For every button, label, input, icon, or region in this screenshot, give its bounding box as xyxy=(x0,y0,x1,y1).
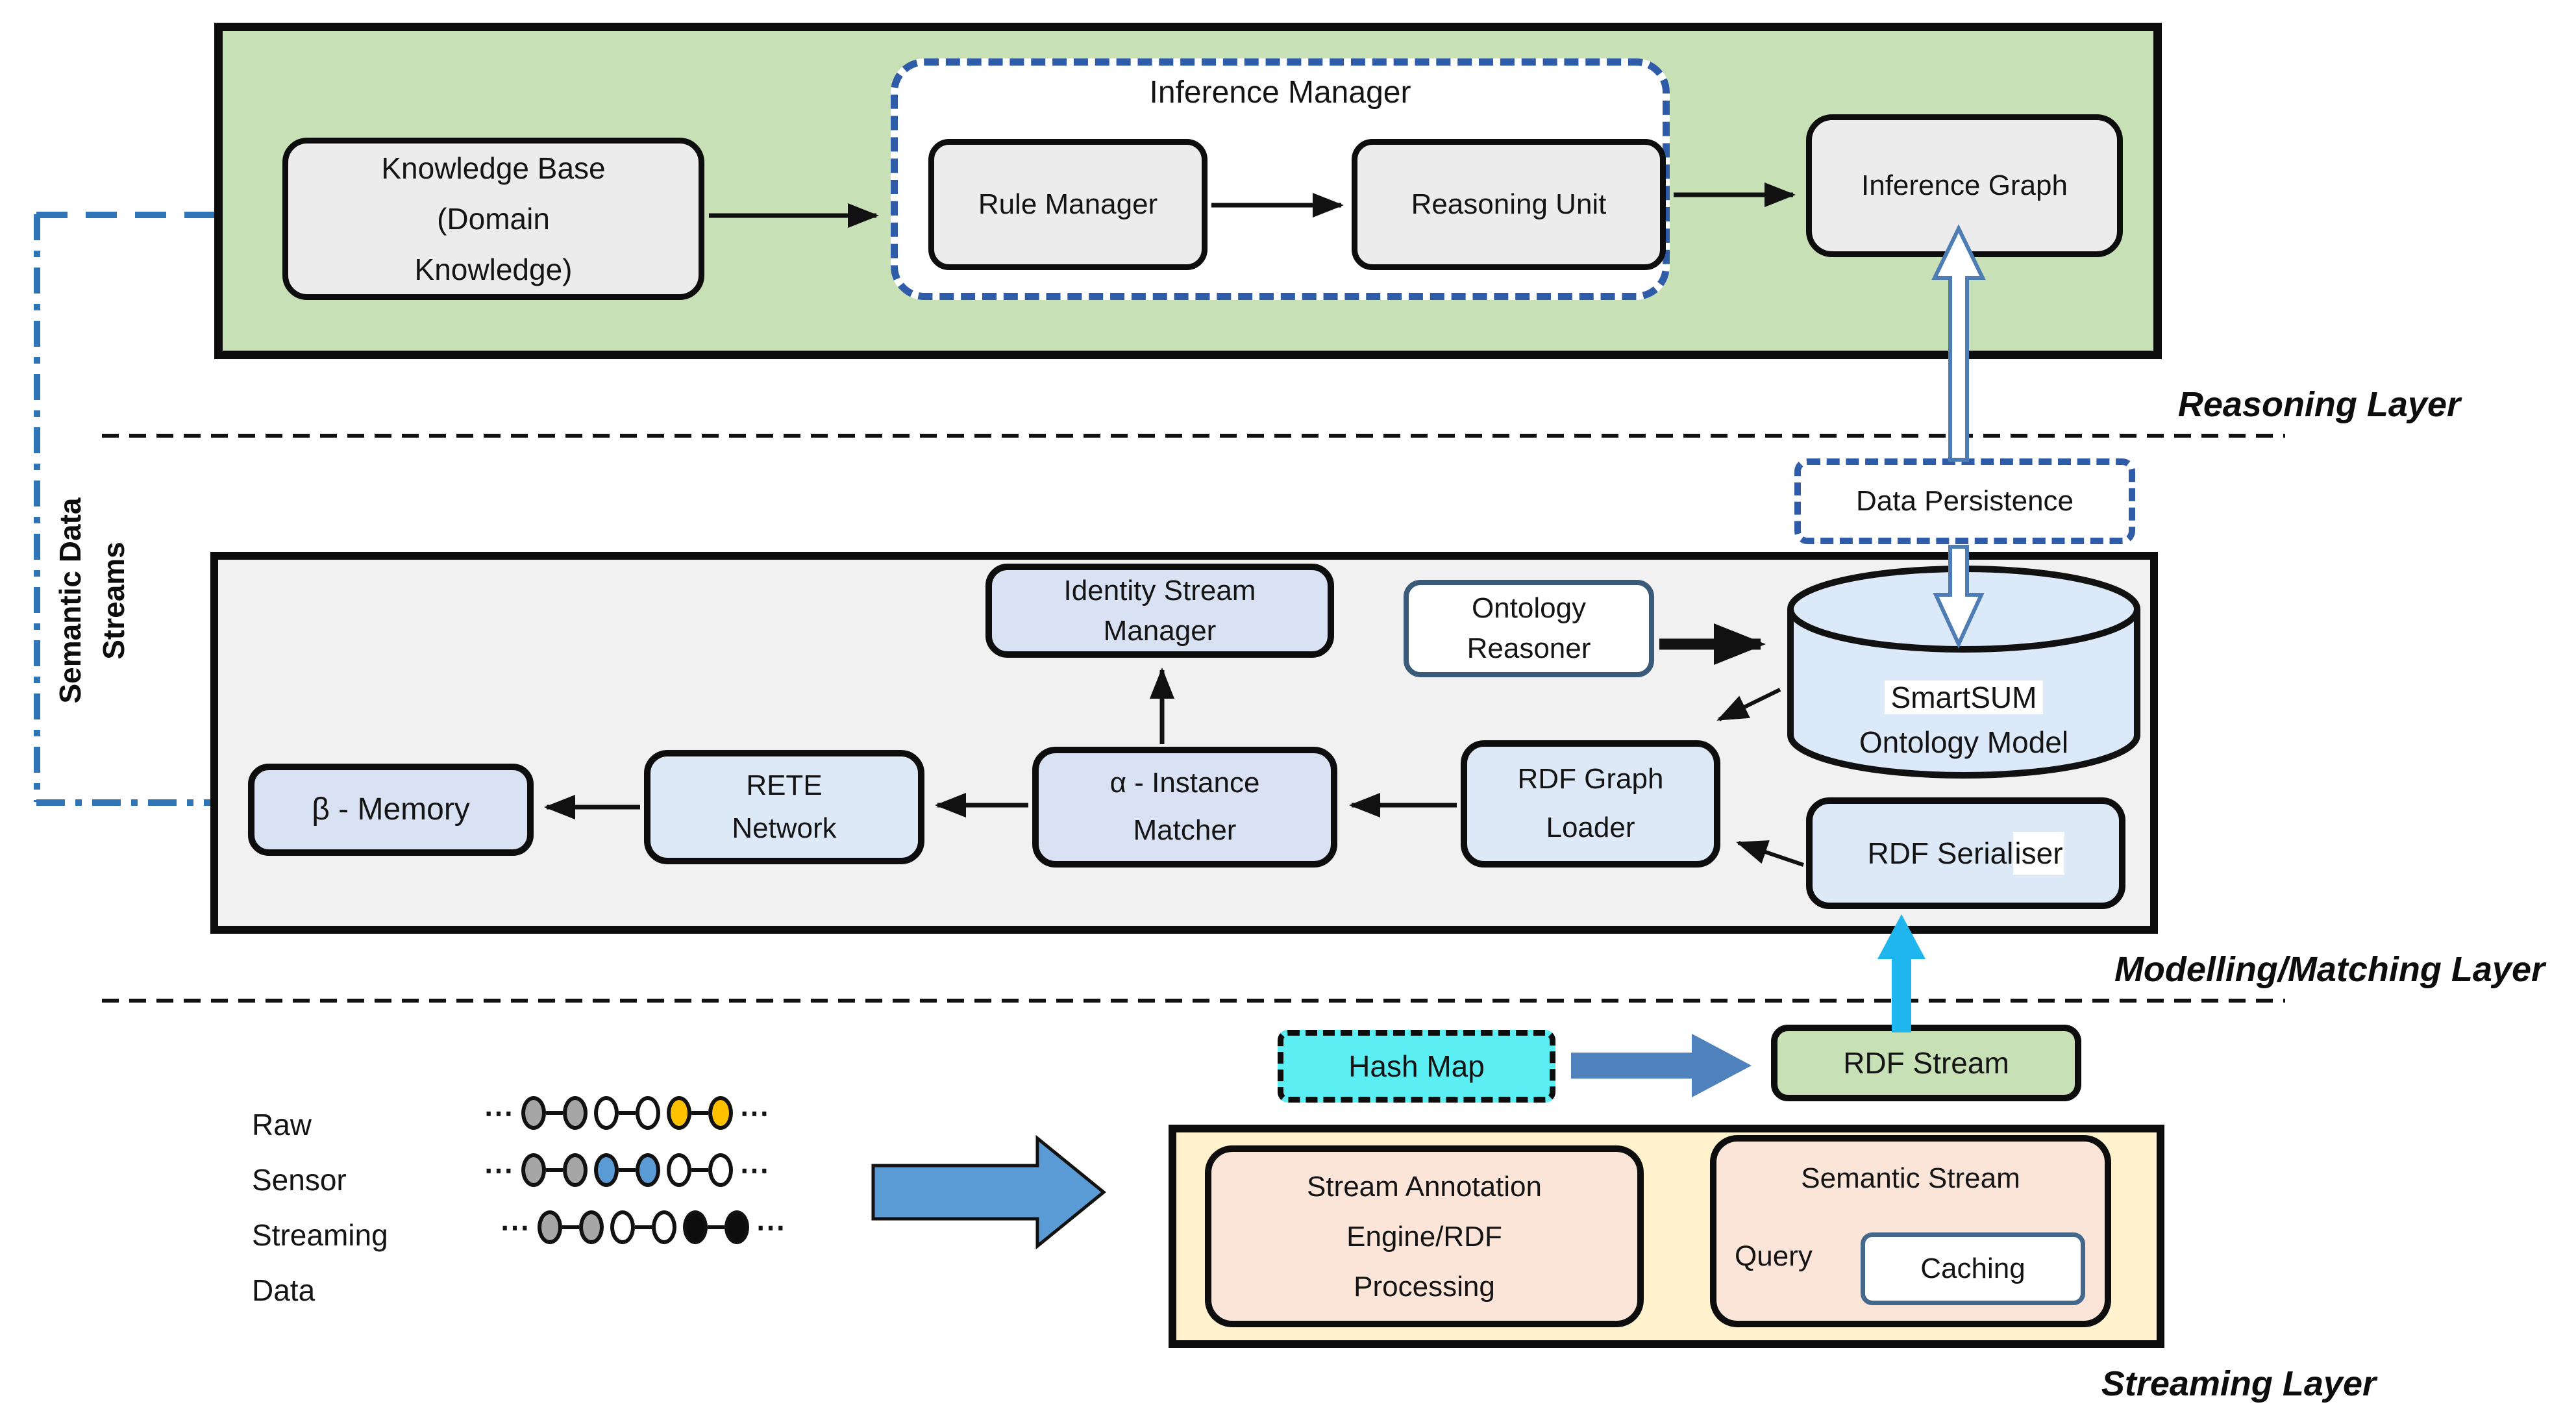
sensor-dot-icon xyxy=(521,1096,546,1130)
ellipsis-icon: ⋯ xyxy=(756,1210,787,1244)
rdf-stream-node: RDF Stream xyxy=(1771,1025,2081,1101)
beta-memory-node: β - Memory xyxy=(248,764,534,856)
ontology-reasoner-line2: Reasoner xyxy=(1467,632,1591,664)
stream-dashdot-vertical-line xyxy=(34,214,40,802)
stream-dashdot-bottom-line xyxy=(36,799,248,806)
data-persistence-node: Data Persistence xyxy=(1794,458,2135,544)
ontology-reasoner-node: Ontology Reasoner xyxy=(1404,580,1654,677)
sensor-dot-icon xyxy=(667,1096,691,1130)
semantic-data-streams-line2: Streams xyxy=(96,542,130,660)
semantic-stream-query-word: Query xyxy=(1735,1240,1813,1272)
sensor-dot-icon xyxy=(636,1153,660,1187)
rule-manager-label: Rule Manager xyxy=(978,188,1158,221)
streaming-layer-label: Streaming Layer xyxy=(2101,1364,2376,1403)
beta-memory-label: β - Memory xyxy=(312,792,470,827)
sensor-dot-icon xyxy=(683,1210,708,1244)
semantic-data-streams-line1: Semantic Data xyxy=(53,497,87,704)
ism-line2: Manager xyxy=(1103,614,1217,647)
stream-annotation-line2: Engine/RDF xyxy=(1346,1220,1502,1253)
reasoning-layer-label: Reasoning Layer xyxy=(2177,385,2460,424)
smartsum-line1: SmartSUM xyxy=(1884,681,2044,714)
knowledge-base-node: Knowledge Base (Domain Knowledge) xyxy=(282,138,704,300)
knowledge-base-line3: Knowledge) xyxy=(414,253,573,287)
inference-manager-title: Inference Manager xyxy=(1149,75,1411,110)
rdf-stream-label: RDF Stream xyxy=(1843,1045,2009,1080)
sensor-dot-icon xyxy=(594,1096,619,1130)
sensor-dot-icon xyxy=(594,1153,619,1187)
arrow-raw-data-to-streaming-layer xyxy=(871,1134,1106,1250)
caching-label: Caching xyxy=(1920,1253,2025,1285)
rdf-serialiser-label-part1: RDF Serial xyxy=(1867,836,2014,870)
sensor-dot-icon xyxy=(724,1210,749,1244)
stream-annotation-node: Stream Annotation Engine/RDF Processing xyxy=(1205,1145,1644,1327)
ism-line1: Identity Stream xyxy=(1063,574,1256,606)
sensor-stream-row: ⋯ ⋯ xyxy=(484,1151,771,1190)
sensor-dot-icon xyxy=(667,1153,691,1187)
stream-dashed-top-line xyxy=(36,212,251,218)
inference-graph-label: Inference Graph xyxy=(1861,169,2068,202)
ellipsis-icon: ⋯ xyxy=(484,1153,515,1187)
caching-node: Caching xyxy=(1861,1232,2085,1305)
ontology-reasoner-line1: Ontology xyxy=(1471,592,1587,625)
alpha-matcher-line2: Matcher xyxy=(1133,814,1237,846)
sensor-dot-icon xyxy=(652,1210,676,1244)
ellipsis-icon: ⋯ xyxy=(739,1096,771,1130)
rdf-graph-loader-line1: RDF Graph xyxy=(1517,763,1664,795)
sensor-dot-icon xyxy=(521,1153,546,1187)
alpha-instance-matcher-node: α - Instance Matcher xyxy=(1032,747,1337,868)
alpha-matcher-line1: α - Instance xyxy=(1109,767,1260,799)
knowledge-base-line2: (Domain xyxy=(437,201,550,236)
raw-sensor-data-label: Raw Sensor Streaming Data xyxy=(252,1097,388,1318)
stream-annotation-line1: Stream Annotation xyxy=(1306,1170,1542,1203)
rete-network-node: RETE Network xyxy=(644,750,924,864)
stream-annotation-line3: Processing xyxy=(1354,1270,1495,1303)
semantic-data-streams-label: Semantic Data Streams xyxy=(49,442,146,760)
layer-separator-2 xyxy=(102,999,2285,1003)
modelling-layer-label: Modelling/Matching Layer xyxy=(2114,950,2545,989)
raw-sensor-line3: Streaming xyxy=(252,1218,388,1253)
rete-network-line1: RETE xyxy=(746,769,823,801)
sensor-dots-row1 xyxy=(521,1096,733,1130)
sensor-dot-icon xyxy=(563,1153,588,1187)
semantic-stream-query-node: Semantic Stream Query Caching xyxy=(1710,1135,2111,1327)
sensor-dot-icon xyxy=(636,1096,660,1130)
raw-sensor-line1: Raw xyxy=(252,1108,312,1142)
sensor-dot-icon xyxy=(708,1153,733,1187)
hash-map-node: Hash Map xyxy=(1278,1030,1555,1103)
sensor-dot-icon xyxy=(708,1096,733,1130)
smartsum-ontology-model-label: SmartSUM Ontology Model xyxy=(1811,675,2116,765)
raw-sensor-line4: Data xyxy=(252,1273,316,1308)
data-persistence-label: Data Persistence xyxy=(1855,485,2074,518)
sensor-dots-row3 xyxy=(538,1210,749,1244)
rdf-graph-loader-node: RDF Graph Loader xyxy=(1461,740,1720,868)
hash-map-label: Hash Map xyxy=(1348,1049,1485,1083)
sensor-dots-row2 xyxy=(521,1153,733,1187)
semantic-stream-query-line1: Semantic Stream xyxy=(1801,1162,2020,1194)
smartsum-line2: Ontology Model xyxy=(1859,725,2069,759)
sensor-dot-icon xyxy=(563,1096,588,1130)
sensor-dot-icon xyxy=(610,1210,635,1244)
sensor-dot-icon xyxy=(579,1210,604,1244)
knowledge-base-line1: Knowledge Base xyxy=(381,151,606,185)
reasoning-unit-node: Reasoning Unit xyxy=(1352,139,1666,270)
ellipsis-icon: ⋯ xyxy=(739,1153,771,1187)
ellipsis-icon: ⋯ xyxy=(484,1096,515,1130)
rdf-serialiser-label-part2: iser xyxy=(2013,831,2064,875)
rete-network-line2: Network xyxy=(732,812,837,844)
rdf-graph-loader-line2: Loader xyxy=(1546,812,1635,843)
sensor-dot-icon xyxy=(538,1210,562,1244)
sensor-stream-row: ⋯ ⋯ xyxy=(500,1208,787,1247)
sensor-stream-row: ⋯ ⋯ xyxy=(484,1093,771,1132)
identity-stream-manager-node: Identity Stream Manager xyxy=(985,564,1334,658)
ellipsis-icon: ⋯ xyxy=(500,1210,531,1244)
arrow-hash-map-to-rdf-stream xyxy=(1571,1034,1752,1097)
layer-separator-1 xyxy=(102,434,2285,438)
inference-graph-node: Inference Graph xyxy=(1806,114,2123,257)
rule-manager-node: Rule Manager xyxy=(928,139,1208,270)
reasoning-unit-label: Reasoning Unit xyxy=(1411,188,1607,221)
raw-sensor-line2: Sensor xyxy=(252,1163,347,1197)
